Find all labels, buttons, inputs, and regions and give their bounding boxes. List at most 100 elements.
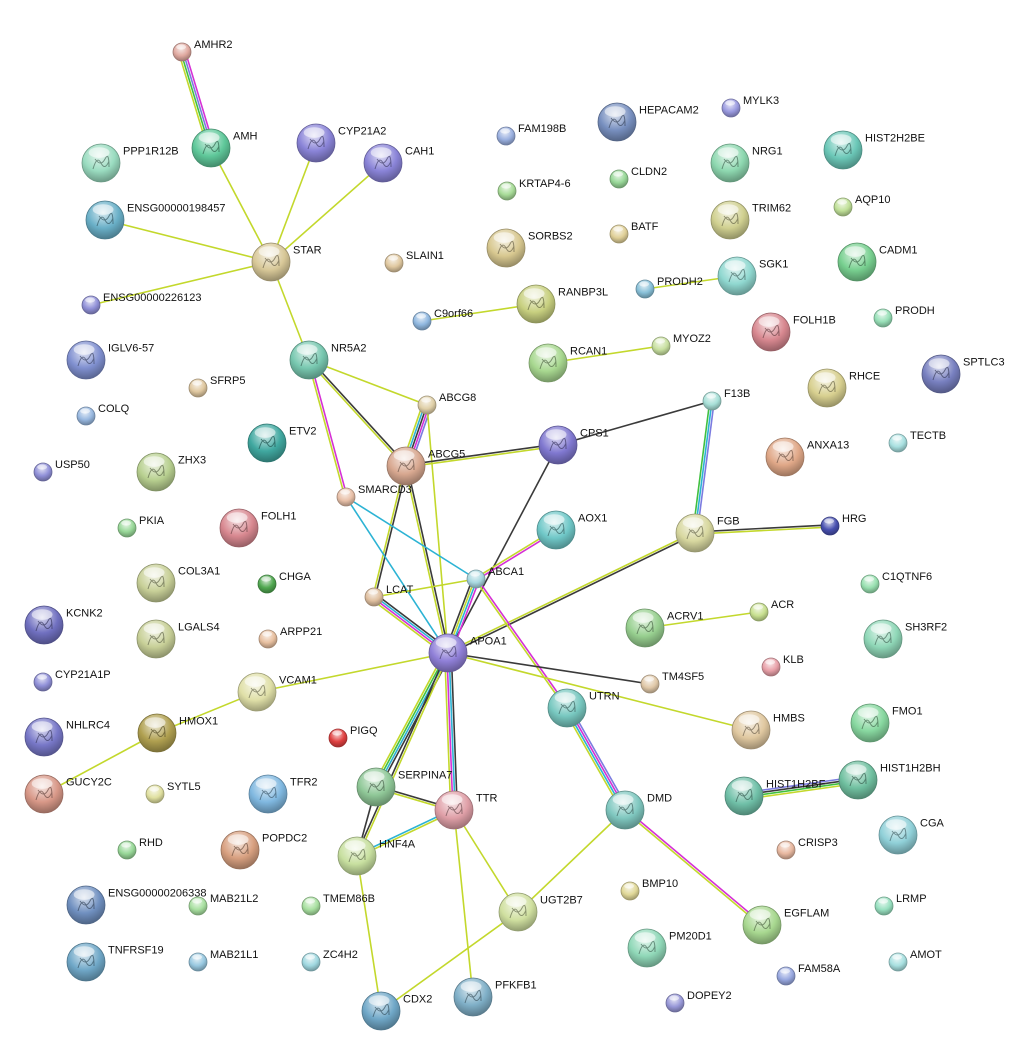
node-FOLH1[interactable]: FOLH1 — [219, 508, 296, 548]
node-PPP1R12B[interactable]: PPP1R12B — [81, 143, 179, 183]
edge-SMARCD3-APOA1[interactable] — [345, 496, 449, 654]
node-FMO1[interactable]: FMO1 — [850, 703, 923, 743]
node-UTRN[interactable]: UTRN — [547, 688, 620, 728]
node-POPDC2[interactable]: POPDC2 — [220, 830, 307, 870]
node-CDX2[interactable]: CDX2 — [361, 991, 432, 1031]
node-MYLK3[interactable]: MYLK3 — [721, 95, 779, 118]
node-RHCE[interactable]: RHCE — [807, 368, 880, 408]
edge-ABCG5-LCAT[interactable] — [372, 465, 408, 598]
edge-UTRN-DMD[interactable] — [563, 705, 629, 813]
node-MAB21L1[interactable]: MAB21L1 — [188, 949, 258, 972]
node-CADM1[interactable]: CADM1 — [837, 242, 918, 282]
edge-APOA1-HNF4A[interactable] — [355, 652, 450, 857]
node-ABCG5[interactable]: ABCG5 — [386, 446, 465, 486]
edge-APOA1-HMBS[interactable] — [447, 652, 752, 731]
node-ANXA13[interactable]: ANXA13 — [765, 437, 849, 477]
node-VCAM1[interactable]: VCAM1 — [237, 672, 317, 712]
node-HRG[interactable]: HRG — [820, 513, 866, 536]
node-LCAT[interactable]: LCAT — [364, 584, 414, 607]
node-CPS1[interactable]: CPS1 — [538, 425, 609, 465]
node-UGT2B7[interactable]: UGT2B7 — [498, 892, 583, 932]
node-SMARCD3[interactable]: SMARCD3 — [336, 484, 412, 507]
node-AMH[interactable]: AMH — [191, 128, 258, 168]
node-ENSG00000198457[interactable]: ENSG00000198457 — [85, 200, 225, 240]
edge-APOA1-TM4SF5[interactable] — [447, 652, 651, 685]
edge-F13B-FGB[interactable] — [692, 400, 715, 534]
node-AMHR2[interactable]: AMHR2 — [172, 39, 233, 62]
node-ABCA1[interactable]: ABCA1 — [466, 566, 524, 589]
node-F13B[interactable]: F13B — [702, 388, 750, 411]
edge-HMOX1-GUCY2C[interactable] — [43, 732, 158, 795]
edge-HNF4A-CDX2[interactable] — [356, 855, 382, 1012]
node-FOLH1B[interactable]: FOLH1B — [751, 312, 836, 352]
node-CGA[interactable]: CGA — [878, 815, 945, 855]
node-NHLRC4[interactable]: NHLRC4 — [24, 717, 110, 757]
node-CLDN2[interactable]: CLDN2 — [609, 166, 667, 189]
node-COL3A1[interactable]: COL3A1 — [136, 563, 220, 603]
node-TMEM86B[interactable]: TMEM86B — [301, 893, 375, 916]
node-NR5A2[interactable]: NR5A2 — [289, 340, 366, 380]
node-TECTB[interactable]: TECTB — [888, 430, 946, 453]
edge-NR5A2-SMARCD3[interactable] — [307, 359, 348, 498]
node-EGFLAM[interactable]: EGFLAM — [742, 905, 829, 945]
node-HIST1H2BH[interactable]: HIST1H2BH — [838, 760, 941, 800]
edge-CYP21A2-STAR[interactable] — [270, 142, 317, 263]
node-PRODH[interactable]: PRODH — [873, 305, 935, 328]
node-PIGQ[interactable]: PIGQ — [328, 725, 378, 748]
node-BMP10[interactable]: BMP10 — [620, 878, 678, 901]
node-PFKFB1[interactable]: PFKFB1 — [453, 977, 537, 1017]
node-ENSG00000206338[interactable]: ENSG00000206338 — [66, 885, 206, 925]
edge-ABCA1-UTRN[interactable] — [474, 577, 569, 710]
node-DOPEY2[interactable]: DOPEY2 — [665, 990, 732, 1013]
node-GUCY2C[interactable]: GUCY2C — [24, 774, 112, 814]
node-ARPP21[interactable]: ARPP21 — [258, 626, 322, 649]
edge-ENSG00000198457-STAR[interactable] — [104, 219, 272, 263]
node-NRG1[interactable]: NRG1 — [710, 143, 783, 183]
node-ACRV1[interactable]: ACRV1 — [625, 608, 703, 648]
node-SH3RF2[interactable]: SH3RF2 — [863, 619, 947, 659]
node-PKIA[interactable]: PKIA — [117, 515, 165, 538]
node-C9orf66[interactable]: C9orf66 — [412, 308, 473, 331]
node-LGALS4[interactable]: LGALS4 — [136, 619, 220, 659]
edge-TTR-UGT2B7[interactable] — [453, 809, 519, 913]
node-FGB[interactable]: FGB — [675, 513, 740, 553]
edge-TTR-PFKFB1[interactable] — [453, 809, 474, 998]
node-SERPINA7[interactable]: SERPINA7 — [356, 767, 452, 807]
edge-NR5A2-ABCG5[interactable] — [307, 358, 408, 468]
node-SYTL5[interactable]: SYTL5 — [145, 781, 201, 804]
edge-CPS1-F13B[interactable] — [557, 400, 713, 446]
node-AMOT[interactable]: AMOT — [888, 949, 942, 972]
node-BATF[interactable]: BATF — [609, 221, 659, 244]
edge-FGB-HRG[interactable] — [694, 524, 831, 535]
node-RCAN1[interactable]: RCAN1 — [528, 343, 607, 383]
node-HMBS[interactable]: HMBS — [731, 710, 805, 750]
node-SFRP5[interactable]: SFRP5 — [188, 375, 245, 398]
edge-ENSG00000226123-STAR[interactable] — [90, 261, 272, 306]
edge-ABCA1-LCAT[interactable] — [373, 578, 477, 598]
edge-CPS1-APOA1[interactable] — [447, 444, 559, 654]
edge-APOA1-SERPINA7[interactable] — [372, 651, 452, 789]
node-IGLV6-57[interactable]: IGLV6-57 — [66, 340, 154, 380]
node-KRTAP4-6[interactable]: KRTAP4-6 — [497, 178, 571, 201]
node-SPTLC3[interactable]: SPTLC3 — [921, 354, 1005, 394]
node-MAB21L2[interactable]: MAB21L2 — [188, 893, 258, 916]
node-ABCG8[interactable]: ABCG8 — [417, 392, 476, 415]
node-KCNK2[interactable]: KCNK2 — [24, 605, 103, 645]
node-TTR[interactable]: TTR — [434, 790, 497, 830]
edge-ABCG5-CPS1[interactable] — [405, 443, 559, 468]
node-AQP10[interactable]: AQP10 — [833, 194, 890, 217]
node-CAH1[interactable]: CAH1 — [363, 143, 434, 183]
node-C1QTNF6[interactable]: C1QTNF6 — [860, 571, 932, 594]
node-DMD[interactable]: DMD — [605, 790, 672, 830]
edge-AMH-STAR[interactable] — [210, 147, 272, 263]
node-PM20D1[interactable]: PM20D1 — [627, 928, 712, 968]
edge-CAH1-STAR[interactable] — [270, 162, 384, 263]
edge-NR5A2-ABCG8[interactable] — [308, 359, 428, 406]
node-CRISP3[interactable]: CRISP3 — [776, 837, 838, 860]
node-TRIM62[interactable]: TRIM62 — [710, 200, 791, 240]
edge-ABCG5-APOA1[interactable] — [404, 465, 450, 654]
node-SLAIN1[interactable]: SLAIN1 — [384, 250, 444, 273]
node-STAR[interactable]: STAR — [251, 242, 322, 282]
edge-FGB-APOA1[interactable] — [447, 531, 696, 655]
node-TNFRSF19[interactable]: TNFRSF19 — [66, 942, 164, 982]
